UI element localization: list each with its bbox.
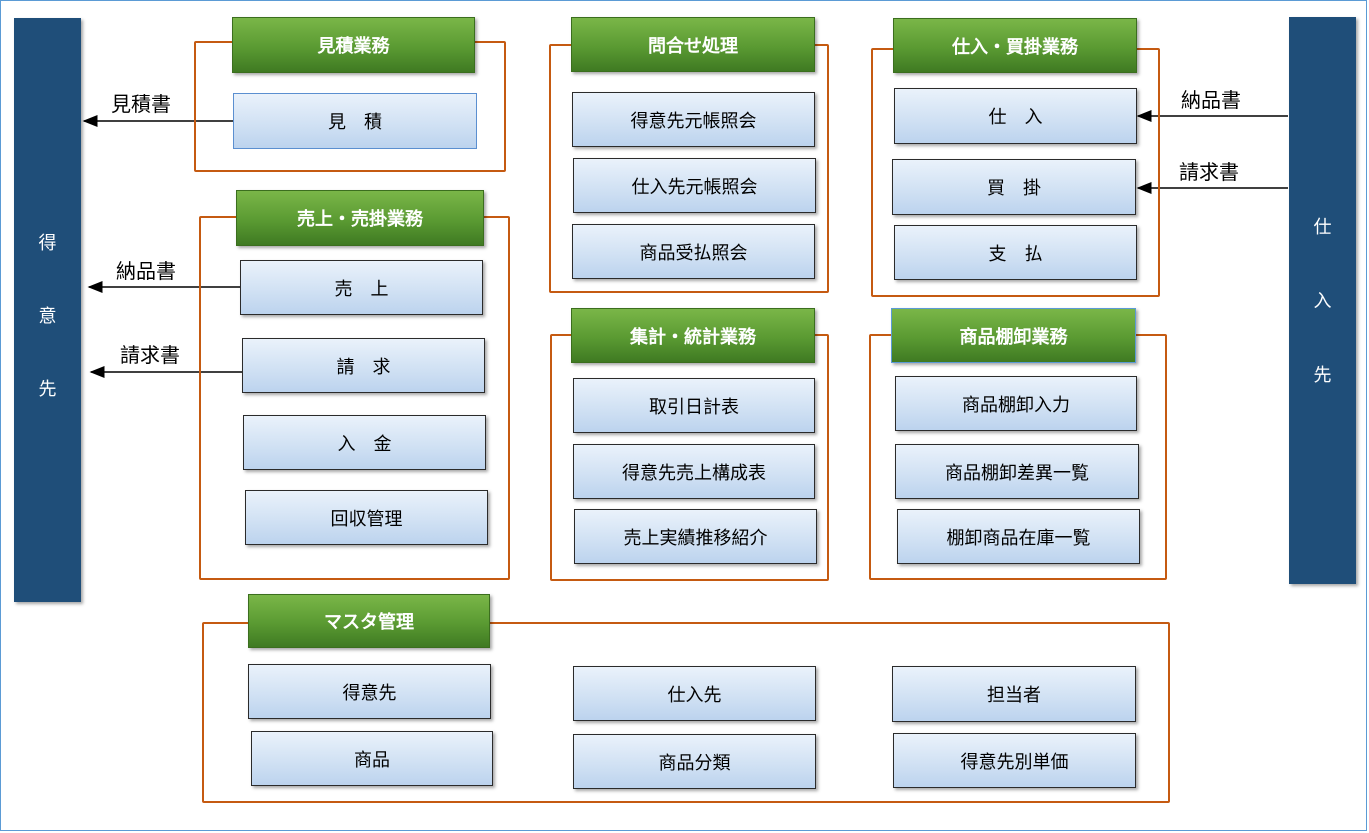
payment-button[interactable]: 支 払: [894, 225, 1137, 280]
purchase-button[interactable]: 仕 入: [894, 88, 1137, 144]
supplier-char-2: 入: [1313, 291, 1332, 312]
sales-trend-button[interactable]: 売上実績推移紹介: [574, 509, 817, 564]
payable-button[interactable]: 買 掛: [892, 159, 1136, 215]
estimate-button[interactable]: 見 積: [233, 93, 477, 149]
statistics-group-title: 集計・統計業務: [571, 308, 815, 363]
supplier-char-1: 仕: [1313, 217, 1332, 238]
doc-delivery-label-right: 納品書: [1181, 88, 1241, 112]
customer-ledger-inquiry-button[interactable]: 得意先元帳照会: [572, 92, 815, 147]
estimate-group-title: 見積業務: [232, 17, 475, 73]
supplier-ledger-inquiry-button[interactable]: 仕入先元帳照会: [573, 158, 816, 213]
collection-management-button[interactable]: 回収管理: [245, 490, 488, 545]
master-group-title: マスタ管理: [248, 594, 490, 648]
daily-transaction-report-button[interactable]: 取引日計表: [573, 378, 815, 433]
inventory-stock-list-button[interactable]: 棚卸商品在庫一覧: [897, 509, 1140, 564]
master-product-category-button[interactable]: 商品分類: [573, 734, 816, 789]
customer-sales-composition-button[interactable]: 得意先売上構成表: [573, 444, 815, 499]
customer-char-2: 意: [38, 306, 57, 327]
master-customer-button[interactable]: 得意先: [248, 664, 491, 719]
product-movement-inquiry-button[interactable]: 商品受払照会: [572, 224, 815, 279]
doc-invoice-label-left: 請求書: [120, 343, 180, 367]
customer-bar: 得 意 先: [14, 18, 81, 602]
billing-button[interactable]: 請 求: [242, 338, 485, 393]
inventory-difference-list-button[interactable]: 商品棚卸差異一覧: [895, 444, 1139, 499]
sales-group-title: 売上・売掛業務: [236, 190, 484, 246]
payment-receipt-button[interactable]: 入 金: [243, 415, 486, 470]
master-staff-button[interactable]: 担当者: [892, 666, 1136, 722]
supplier-char-3: 先: [1313, 365, 1332, 386]
inquiry-group-title: 問合せ処理: [571, 17, 815, 72]
doc-delivery-label-left: 納品書: [116, 259, 176, 283]
master-product-button[interactable]: 商品: [251, 731, 493, 786]
sales-button[interactable]: 売 上: [240, 260, 483, 315]
doc-invoice-label-right: 請求書: [1179, 160, 1239, 184]
doc-estimate-label: 見積書: [111, 92, 171, 116]
purchase-group-title: 仕入・買掛業務: [893, 18, 1137, 73]
master-group: [202, 622, 1170, 803]
master-customer-unit-price-button[interactable]: 得意先別単価: [893, 733, 1136, 788]
customer-char-3: 先: [38, 379, 57, 400]
master-supplier-button[interactable]: 仕入先: [573, 666, 816, 721]
customer-char-1: 得: [38, 233, 57, 254]
inventory-group-title: 商品棚卸業務: [891, 308, 1136, 363]
supplier-bar: 仕 入 先: [1289, 17, 1356, 584]
inventory-input-button[interactable]: 商品棚卸入力: [895, 376, 1137, 431]
